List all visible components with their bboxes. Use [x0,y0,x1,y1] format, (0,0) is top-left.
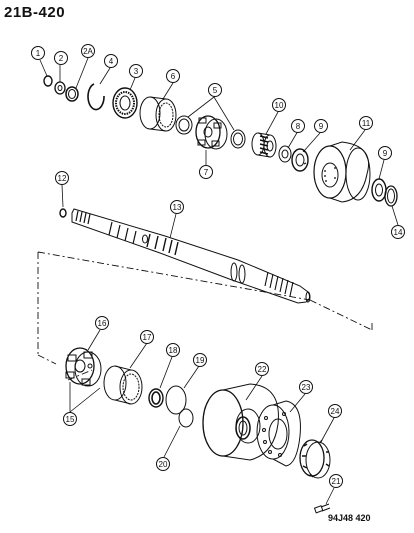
callout-number: 5 [213,86,218,95]
callout-14: 14 [391,225,405,239]
callout-number: 7 [204,168,209,177]
callout-15: 15 [63,412,77,426]
callout-19: 19 [193,353,207,367]
part-snap-ring-4 [87,83,105,111]
callout-4: 4 [104,54,118,68]
part-washer-12 [59,208,67,218]
part-carrier-7 [195,115,228,150]
figure-code: 94J48 420 [328,513,371,523]
part-drum-22 [202,383,279,461]
callout-number: 18 [169,346,178,355]
part-ring-5a [175,115,193,135]
callout-17: 17 [140,330,154,344]
callout-number: 22 [258,365,267,374]
callout-number: 4 [109,57,114,66]
callout-23: 23 [299,380,313,394]
callout-number: 9 [383,149,388,158]
part-plate-9b [371,178,387,202]
callout-number: 14 [394,228,403,237]
callout-number: 13 [173,203,182,212]
callout-number: 11 [362,119,371,128]
part-bolt-21 [313,503,331,514]
callout-number: 12 [58,174,67,183]
callout-12: 12 [55,171,69,185]
part-snap-ring-20 [178,408,194,428]
callout-18: 18 [166,343,180,357]
part-carrier-16 [65,347,102,387]
callout-number: 9 [319,122,324,131]
part-plate-9a [291,148,309,172]
callout-16: 16 [95,316,109,330]
callout-9: 9 [314,119,328,133]
callout-7: 7 [199,165,213,179]
part-bearing-18 [148,388,164,408]
callout-number: 2 [59,54,64,63]
part-snap-ring-19 [165,385,187,415]
callout-number: 2A [83,47,93,56]
callout-number: 3 [134,67,139,76]
part-drum-6 [139,96,177,132]
callout-22: 22 [255,362,269,376]
part-ring-gear-17 [103,365,143,405]
callout-6: 6 [166,69,180,83]
callout-number: 8 [296,122,301,131]
part-bearing-3 [112,87,138,119]
callout-number: 16 [98,319,107,328]
callout-10: 10 [272,98,286,112]
part-ring-14 [384,185,398,207]
assembly-guide-lines [37,251,373,381]
callout-2: 2 [54,51,68,65]
part-output-shaft-13 [71,208,311,304]
callout-number: 17 [143,333,152,342]
part-drum-11 [313,141,371,203]
part-snap-ring-1 [43,75,53,87]
callout-2A: 2A [81,44,95,58]
part-hub-23 [256,400,301,467]
callout-24: 24 [328,404,342,418]
callout-number: 10 [275,101,284,110]
callout-21: 21 [329,474,343,488]
callout-number: 21 [332,477,341,486]
part-gear-10 [251,132,277,158]
part-washer-8 [278,145,292,163]
callout-8: 8 [291,119,305,133]
callout-1: 1 [31,46,45,60]
callout-11: 11 [359,116,373,130]
callout-5: 5 [208,83,222,97]
part-ring-5b [230,129,246,149]
callout-number: 6 [171,72,176,81]
part-washer-2 [54,81,66,95]
part-spring-retainer-24 [299,439,331,479]
callout-20: 20 [156,457,170,471]
page-title: 21B-420 [4,4,66,21]
callout-number: 15 [66,415,75,424]
callout-number: 20 [159,460,168,469]
part-ring-2a [65,86,79,102]
callout-number: 1 [36,49,41,58]
callout-number: 23 [302,383,311,392]
callout-9: 9 [378,146,392,160]
callout-13: 13 [170,200,184,214]
callout-number: 19 [196,356,205,365]
leader-lines [39,57,399,505]
callout-number: 24 [331,407,340,416]
callout-3: 3 [129,64,143,78]
